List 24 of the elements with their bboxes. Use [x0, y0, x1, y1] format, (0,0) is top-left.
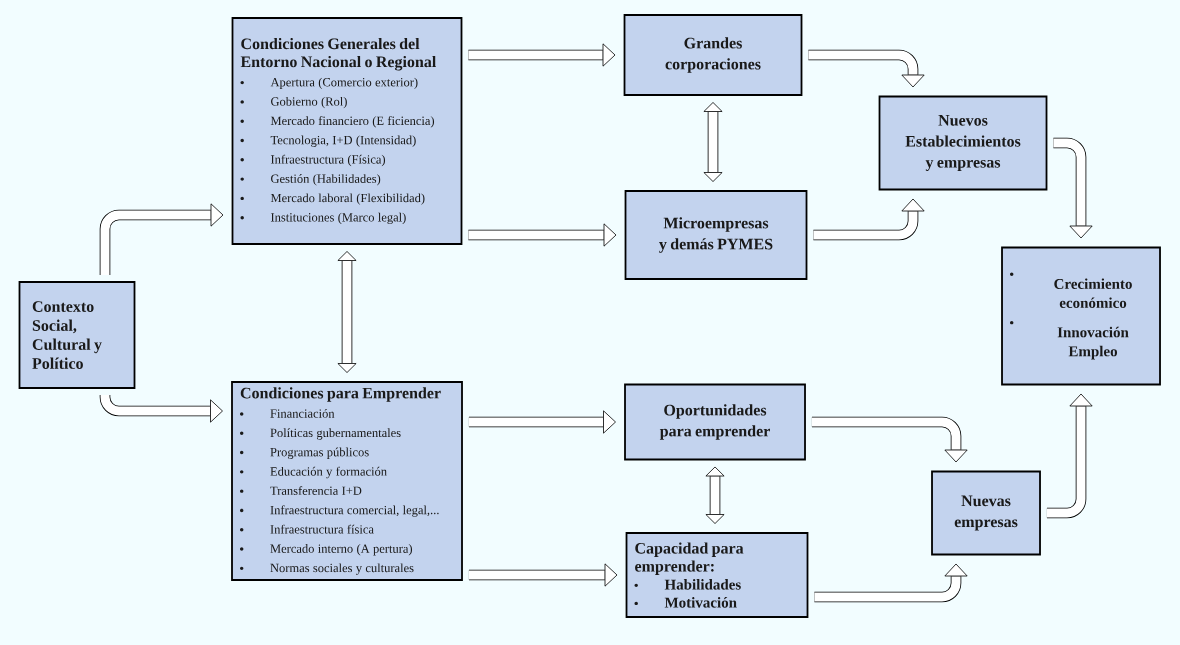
- process-box: Grandes corporaciones: [623, 14, 803, 96]
- block-arrow: [468, 410, 616, 434]
- double-block-arrow: [337, 251, 357, 373]
- block-arrow: [468, 223, 617, 247]
- process-box: Oportunidades para emprender: [624, 383, 806, 461]
- curved-block-arrow: [1046, 393, 1093, 519]
- block-arrow: [468, 563, 618, 587]
- curved-block-arrow: [811, 416, 968, 463]
- process-box: Condiciones para Emprender Financiación Políticas gubernamentales Programas públicos Educación y formación Transferencia I+D Infraestructura comercial, legal,... Infraestructura física Mercado interno (A pertura) Normas sociales y culturales: [231, 381, 463, 581]
- curved-block-arrow: [1053, 137, 1093, 239]
- process-box: Contexto Social, Cultural y Político: [18, 281, 136, 389]
- curved-block-arrow: [808, 49, 925, 88]
- process-box: Nuevas empresas: [931, 470, 1041, 556]
- process-box: Crecimiento económico Innovación Empleo: [1001, 246, 1161, 386]
- curved-block-arrow: [99, 203, 224, 276]
- curved-block-arrow: [813, 198, 925, 241]
- process-box: Microempresas y demás PYMES: [624, 190, 808, 280]
- process-box: Nuevos Establecimientos y empresas: [878, 95, 1048, 191]
- block-arrow: [468, 43, 616, 67]
- curved-block-arrow: [814, 563, 968, 603]
- process-box: Condiciones Generales del Entorno Nacional o Regional Apertura (Comercio exterior) Gobierno (Rol) Mercado financiero (E ficiencia) Tecnologia, I+D (Intensidad) Infraestructura (Física) Gestión (Habilidades) Mercado laboral (Flexibilidad) Instituciones (Marco legal): [231, 17, 463, 245]
- process-box: Capacidad para emprender: Habilidades Motivación: [625, 532, 809, 618]
- double-block-arrow: [705, 466, 725, 524]
- double-block-arrow: [703, 102, 723, 182]
